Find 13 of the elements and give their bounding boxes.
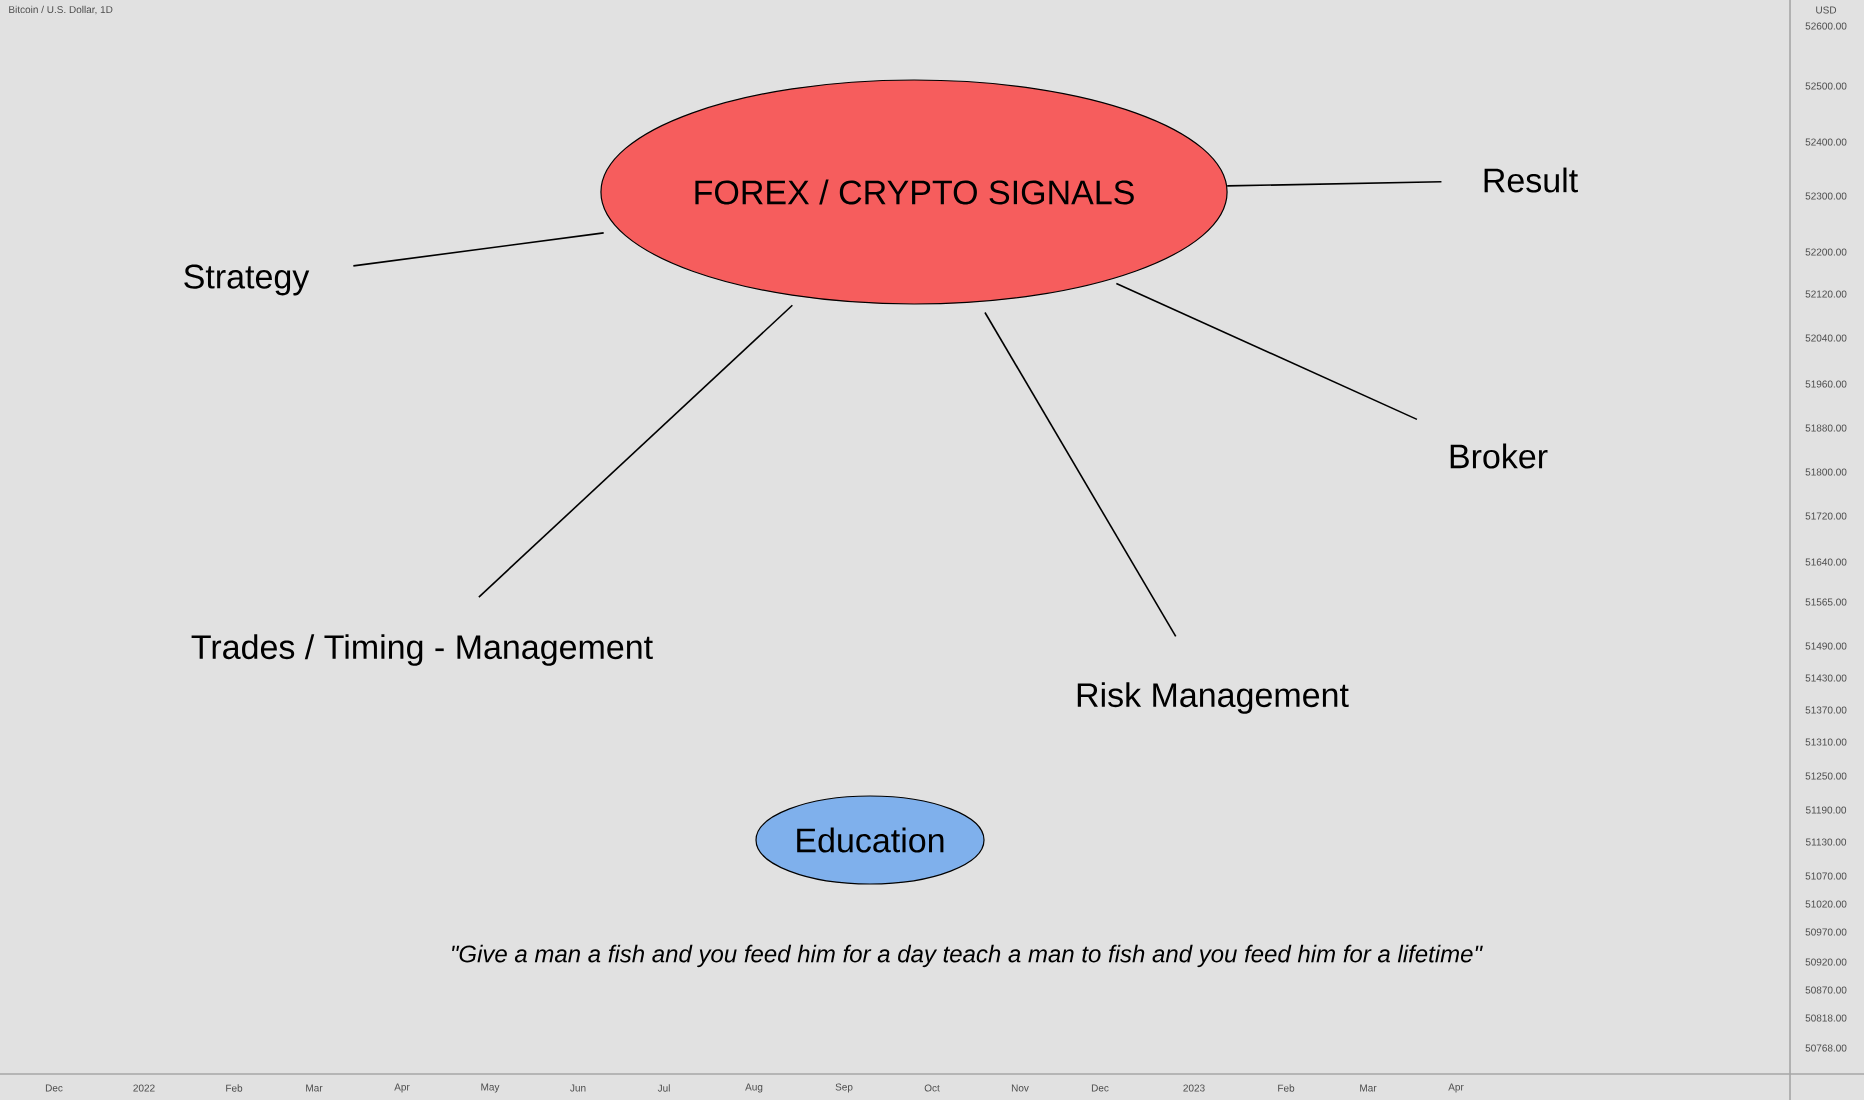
connector-line (352, 232, 605, 267)
ellipse-node: FOREX / CRYPTO SIGNALS (600, 79, 1228, 305)
node-label: Result (1484, 167, 1578, 193)
connector-line (984, 311, 1177, 638)
connector-line (1115, 282, 1418, 421)
ellipse-node: Education (755, 795, 985, 885)
node-label: Broker (1450, 443, 1548, 469)
connector-line (478, 304, 794, 598)
quote-text: "Give a man a fish and you feed him for a day teach a man to fish and you feed him for a lifetime" (452, 944, 1483, 968)
node-label: Strategy (184, 264, 310, 296)
connector-line (1226, 180, 1443, 187)
node-label: Trades / Timing - Management (191, 634, 653, 666)
node-label: Risk Management (1077, 682, 1349, 714)
